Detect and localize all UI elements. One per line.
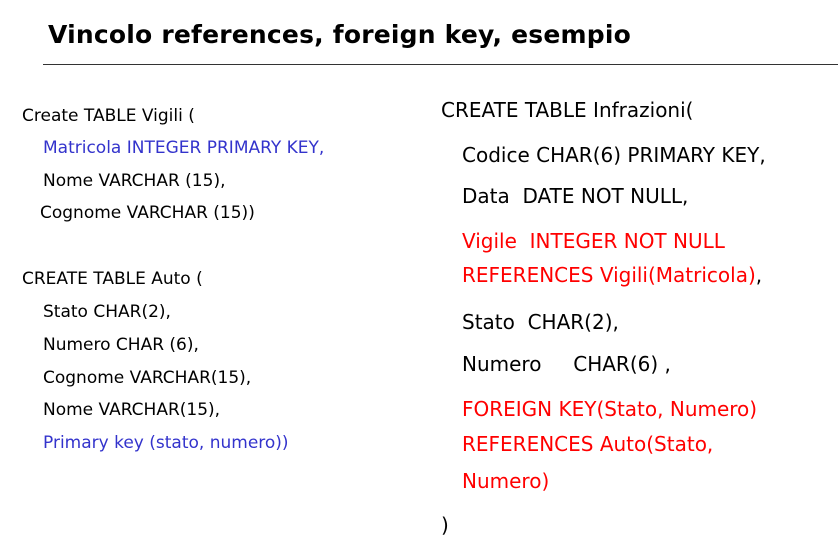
infrazioni-foreign-key-line: FOREIGN KEY(Stato, Numero) (462, 397, 758, 421)
infrazioni-references-auto-line: REFERENCES Auto(Stato, (462, 432, 714, 456)
infrazioni-create-line: CREATE TABLE Infrazioni( (441, 98, 694, 122)
infrazioni-stato-line: Stato CHAR(2), (462, 310, 619, 334)
infrazioni-numero-line: Numero CHAR(6) , (462, 352, 671, 376)
title-underline (43, 64, 838, 65)
infrazioni-close-paren: ) (441, 513, 449, 537)
infrazioni-data-line: Data DATE NOT NULL, (462, 184, 689, 208)
auto-cognome-line: Cognome VARCHAR(15), (43, 368, 252, 388)
slide-title: Vincolo references, foreign key, esempio (48, 20, 632, 49)
infrazioni-numero-ref-line: Numero) (462, 469, 550, 493)
references-vigili-text: REFERENCES Vigili(Matricola) (462, 263, 756, 287)
auto-numero-line: Numero CHAR (6), (43, 335, 199, 355)
infrazioni-codice-line: Codice CHAR(6) PRIMARY KEY, (462, 143, 766, 167)
references-vigili-comma: , (755, 263, 763, 287)
vigili-nome-line: Nome VARCHAR (15), (43, 171, 226, 191)
auto-create-line: CREATE TABLE Auto ( (22, 269, 203, 289)
vigili-cognome-line: Cognome VARCHAR (15)) (40, 203, 255, 223)
vigili-matricola-line: Matricola INTEGER PRIMARY KEY, (43, 138, 325, 158)
vigili-create-line: Create TABLE Vigili ( (22, 106, 195, 126)
auto-primary-key-line: Primary key (stato, numero)) (43, 433, 289, 453)
infrazioni-vigile-line: Vigile INTEGER NOT NULL (462, 229, 725, 253)
infrazioni-references-vigili-line: REFERENCES Vigili(Matricola), (462, 265, 762, 285)
auto-nome-line: Nome VARCHAR(15), (43, 400, 221, 420)
auto-stato-line: Stato CHAR(2), (43, 302, 171, 322)
